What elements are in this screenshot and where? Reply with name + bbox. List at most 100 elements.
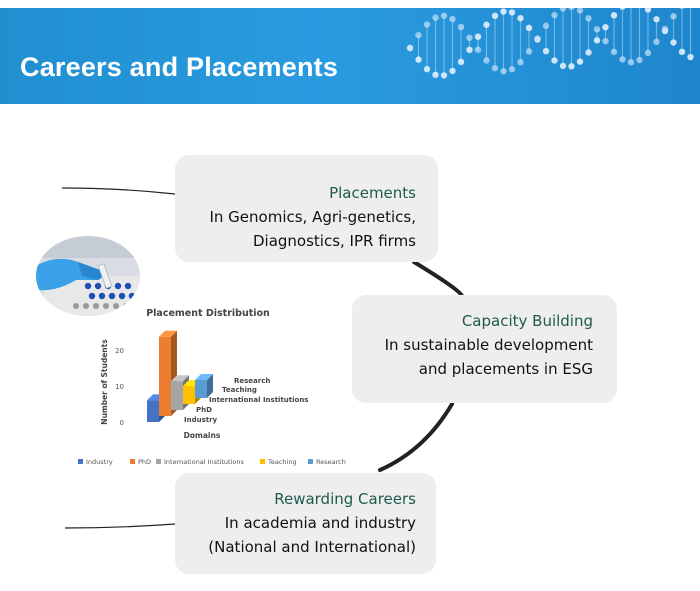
legend-item: International Institutions: [156, 458, 244, 466]
dna-node: [474, 33, 482, 40]
dna-node: [491, 12, 499, 20]
dna-node: [440, 72, 448, 79]
dna-node: [602, 24, 609, 31]
dna-node: [508, 66, 516, 73]
dna-node: [661, 25, 669, 33]
dna-node: [653, 38, 660, 46]
lab-photo-image: [36, 236, 140, 316]
y-tick-label: 0: [120, 419, 124, 427]
legend-item: Research: [308, 458, 346, 466]
dna-node: [525, 24, 533, 32]
dna-node: [534, 35, 541, 42]
bar-front: [195, 380, 207, 398]
category-label: Industry: [184, 416, 218, 424]
header-banner: Careers and Placements: [0, 8, 700, 104]
y-tick-label: 10: [115, 383, 124, 391]
bar-front: [147, 400, 159, 422]
dna-node: [653, 16, 660, 23]
bar-side: [207, 374, 213, 398]
dna-node: [415, 31, 422, 39]
dna-node: [423, 21, 431, 28]
dna-node: [466, 34, 473, 41]
legend-swatch: [130, 459, 135, 464]
dna-node: [466, 46, 473, 54]
dna-node: [517, 58, 524, 66]
dna-node: [610, 48, 618, 56]
dna-node: [619, 8, 626, 10]
legend-label: Teaching: [267, 458, 297, 466]
placement-distribution-chart: Placement Distribution Number of Student…: [78, 308, 346, 466]
legend-swatch: [78, 459, 83, 464]
dna-node: [678, 48, 686, 55]
dna-node: [432, 71, 439, 78]
dna-node: [670, 13, 677, 20]
legend-label: International Institutions: [164, 458, 244, 466]
dna-node: [619, 56, 626, 63]
bar-front: [159, 336, 171, 416]
dna-node: [568, 63, 575, 70]
legend-item: Industry: [78, 458, 113, 466]
capacity-building-title: Capacity Building: [461, 312, 593, 330]
legend-swatch: [156, 459, 161, 464]
dna-node: [423, 65, 431, 73]
dna-node: [610, 12, 618, 19]
dna-node: [542, 47, 550, 55]
dna-node: [551, 11, 558, 19]
bar-top: [159, 330, 177, 337]
legend-label: Industry: [86, 458, 113, 466]
category-label: PhD: [196, 406, 212, 414]
dna-node: [559, 62, 567, 70]
capacity-building-line-1: In sustainable development: [384, 336, 593, 354]
placements-card: Placements In Genomics, Agri-genetics, D…: [175, 155, 438, 262]
dna-node: [508, 9, 516, 16]
chart-title: Placement Distribution: [146, 308, 270, 319]
dna-node: [483, 57, 490, 64]
dna-node: [406, 44, 414, 52]
dna-node: [525, 48, 533, 55]
dna-node: [415, 56, 422, 63]
dna-node: [576, 8, 584, 14]
dna-node: [500, 68, 507, 75]
dna-node: [551, 57, 558, 64]
dna-node: [585, 15, 592, 22]
dna-node: [687, 53, 694, 61]
bar-top: [171, 375, 189, 382]
dna-node: [593, 26, 601, 33]
dna-node: [644, 8, 652, 13]
dna-node: [559, 8, 567, 12]
rewarding-careers-line-2: (National and International): [208, 538, 416, 556]
dna-helix-icon: [406, 8, 694, 79]
bar-front: [171, 381, 183, 410]
bar-front: [183, 386, 195, 404]
dna-node: [440, 12, 448, 19]
rewarding-careers-card: Rewarding Careers In academia and indust…: [175, 473, 436, 574]
legend-label: PhD: [138, 458, 151, 466]
dna-node: [457, 58, 465, 66]
dna-node: [585, 49, 592, 56]
rewarding-careers-line-1: In academia and industry: [224, 514, 416, 532]
chart-xlabel: Domains: [184, 431, 221, 440]
category-label: Teaching: [222, 386, 257, 394]
dna-node: [568, 8, 575, 11]
category-label: Research: [234, 377, 270, 385]
capacity-building-line-2: and placements in ESG: [418, 360, 593, 378]
category-label: International Institutions: [209, 396, 308, 404]
dna-node: [679, 8, 685, 9]
dna-node: [644, 49, 652, 57]
dna-node: [432, 14, 439, 21]
legend-swatch: [308, 459, 313, 464]
dna-node: [670, 39, 677, 46]
dna-node: [491, 64, 499, 72]
dna-node: [542, 22, 550, 29]
legend-swatch: [260, 459, 265, 464]
dna-node: [449, 67, 456, 75]
dna-node: [474, 46, 482, 53]
dna-node: [457, 23, 465, 31]
legend-item: PhD: [130, 458, 151, 466]
dna-node: [500, 8, 507, 15]
dna-node: [602, 37, 609, 45]
placements-line-1: In Genomics, Agri-genetics,: [209, 208, 416, 226]
rewarding-careers-title: Rewarding Careers: [274, 490, 416, 508]
dna-node: [627, 59, 635, 66]
